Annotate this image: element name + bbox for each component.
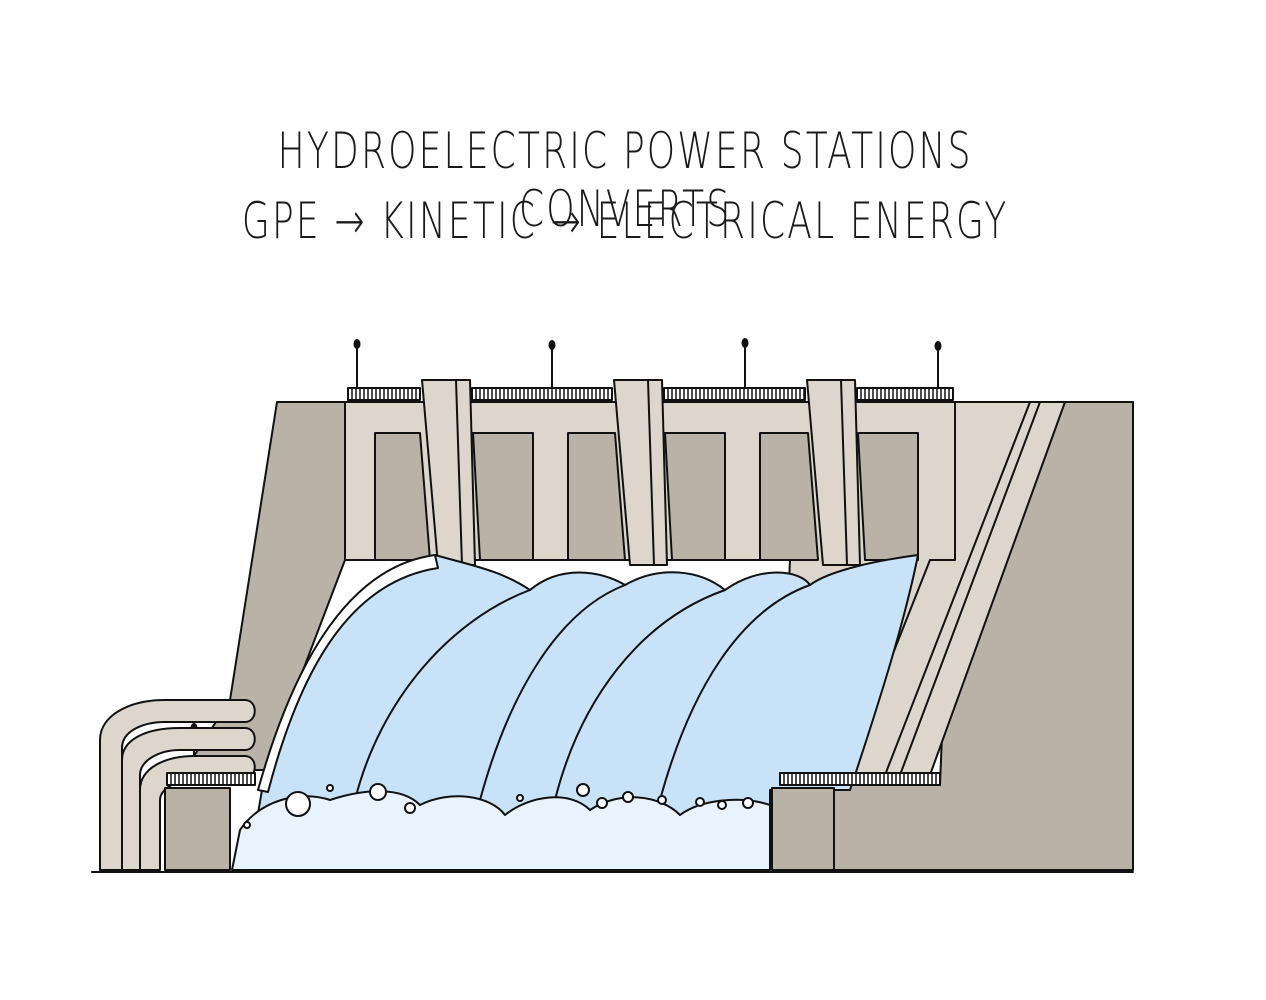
spillway-pillars (421, 379, 861, 566)
title-line-1: HYDROELECTRIC POWER STATIONS CONVERTS (277, 122, 973, 238)
lamp-head (934, 341, 942, 351)
foam (231, 783, 771, 871)
lamp-head (353, 339, 361, 349)
lamp-head (741, 338, 749, 348)
spillway-water (249, 554, 919, 861)
right-powerhouse (771, 772, 941, 871)
lamp-head (548, 340, 556, 350)
top-railing (347, 387, 954, 401)
title-line-2: GPE → KINETIC → ELECTRICAL ENERGY (241, 192, 1009, 250)
dam-recess-panels (374, 432, 919, 561)
left-powerhouse (164, 772, 256, 871)
